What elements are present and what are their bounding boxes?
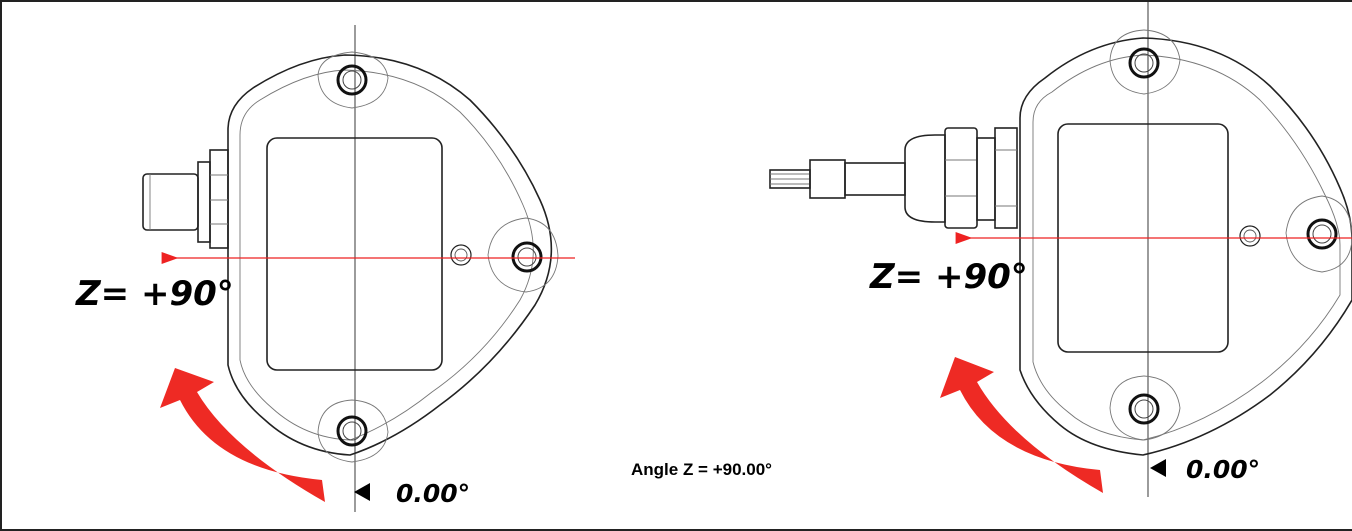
left-bottom-screw	[317, 399, 389, 463]
angle-caption: Angle Z = +90.00°	[631, 460, 772, 479]
left-rotation-label: Z= +90°	[75, 274, 234, 314]
right-zero-marker-icon	[1150, 459, 1166, 477]
right-right-screw	[1285, 195, 1352, 273]
left-zero-label: 0.00°	[396, 479, 470, 508]
right-small-hole	[1239, 225, 1261, 247]
right-top-screw	[1109, 29, 1181, 95]
left-display-window	[266, 137, 443, 371]
left-small-hole	[450, 244, 472, 266]
left-right-screw	[487, 217, 559, 293]
right-sensor-view: 0.00° Z= +90°	[769, 2, 1352, 497]
left-sensor-view: 0.00° Z= +90°	[75, 25, 575, 512]
right-rotation-arrow	[940, 357, 1103, 493]
right-bottom-screw	[1109, 375, 1181, 441]
left-zero-marker-icon	[354, 483, 370, 501]
left-top-screw	[317, 51, 389, 109]
right-rotation-label: Z= +90°	[869, 257, 1028, 297]
right-cable-gland	[769, 127, 1018, 229]
left-housing-outline	[227, 54, 553, 456]
right-housing-outline	[1019, 37, 1352, 456]
left-rotation-arrow	[160, 368, 325, 502]
right-zero-label: 0.00°	[1186, 455, 1260, 484]
left-housing-inner-outline	[239, 69, 534, 441]
left-m12-connector	[142, 149, 229, 249]
right-housing-inner-outline	[1032, 54, 1341, 441]
